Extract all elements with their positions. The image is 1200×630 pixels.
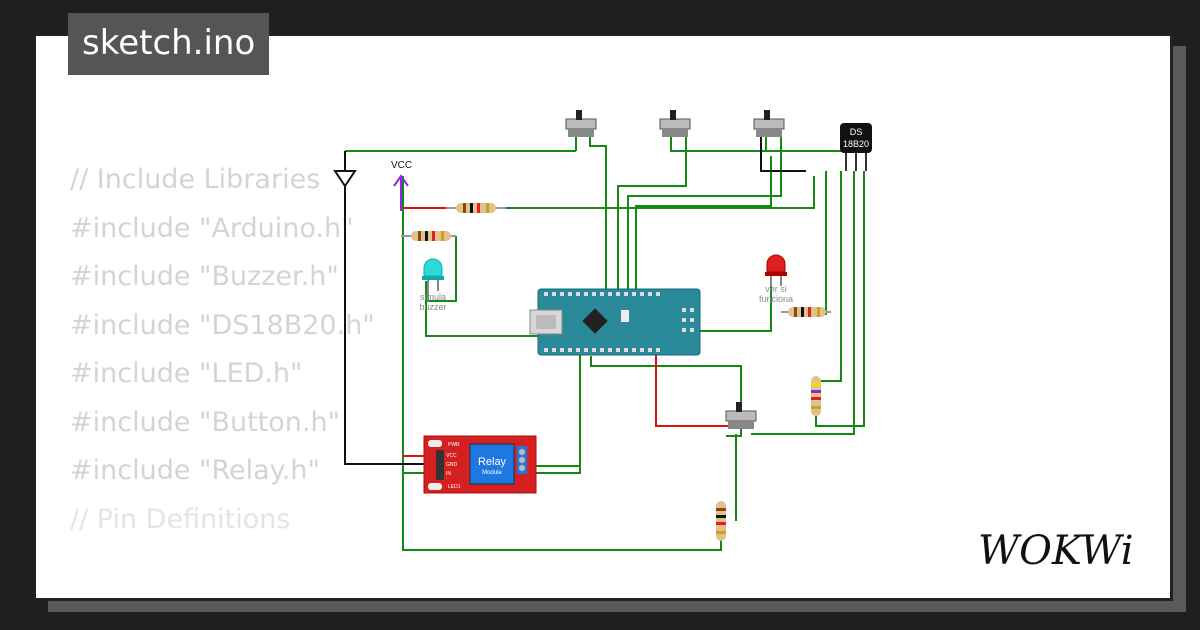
code-line: #include "LED.h" xyxy=(70,358,303,389)
file-tab[interactable]: sketch.ino xyxy=(68,13,270,75)
relay-subtitle: Module xyxy=(482,470,502,476)
buzzer-led[interactable]: simula buzzer xyxy=(419,258,447,312)
resistor[interactable] xyxy=(446,203,506,213)
code-editor: // Include Libraries #include "Arduino.h"… xyxy=(70,156,375,544)
code-line: #include "Buzzer.h" xyxy=(70,261,339,292)
resistor[interactable] xyxy=(811,376,821,416)
logo-text: WOKWi xyxy=(978,528,1134,572)
relay-title: Relay xyxy=(478,456,507,468)
slide-switch[interactable] xyxy=(659,110,691,137)
led-label: buzzer xyxy=(419,302,446,312)
file-name: sketch.ino xyxy=(82,23,256,63)
relay-pin-label: LED1 xyxy=(448,484,461,490)
sensor-label: DS xyxy=(850,127,863,137)
ds18b20-sensor[interactable]: DS 18B20 xyxy=(840,123,872,171)
code-line: #include "Arduino.h" xyxy=(70,212,354,244)
vcc-symbol: VCC xyxy=(391,160,412,211)
slide-switch[interactable] xyxy=(725,402,757,429)
relay-pin-label: GND xyxy=(446,462,458,468)
code-line: #include "Button.h" xyxy=(70,406,340,438)
relay-pin-label: VCC xyxy=(446,453,457,459)
code-line: // Pin Definitions xyxy=(70,503,291,535)
resistor[interactable] xyxy=(401,231,456,241)
resistor[interactable] xyxy=(781,307,831,317)
sensor-label: 18B20 xyxy=(843,139,869,149)
arduino-nano[interactable] xyxy=(529,288,701,356)
relay-pin-label: IN xyxy=(446,471,451,477)
wires-black xyxy=(344,136,806,465)
code-line: #include "Relay.h" xyxy=(70,455,320,486)
slide-switch[interactable] xyxy=(753,110,785,137)
led-label: funciona xyxy=(759,294,793,304)
led-label: ver si xyxy=(765,284,787,294)
status-led[interactable]: ver si funciona xyxy=(759,254,793,304)
resistor[interactable] xyxy=(716,501,726,541)
vcc-label: VCC xyxy=(391,160,412,171)
circuit-diagram: VCC DS 18B20 xyxy=(333,110,872,551)
relay-pin-label: PWR xyxy=(448,442,460,448)
led-label: simula xyxy=(420,292,446,302)
relay-module[interactable]: PWR VCC GND IN LED1 Relay Module xyxy=(423,435,537,494)
ground-symbol xyxy=(333,151,357,188)
wokwi-logo: WOKWi xyxy=(978,528,1134,572)
code-line: // Include Libraries xyxy=(70,164,321,195)
preview-card: // Include Libraries #include "Arduino.h"… xyxy=(33,33,1173,601)
slide-switch[interactable] xyxy=(565,110,597,137)
